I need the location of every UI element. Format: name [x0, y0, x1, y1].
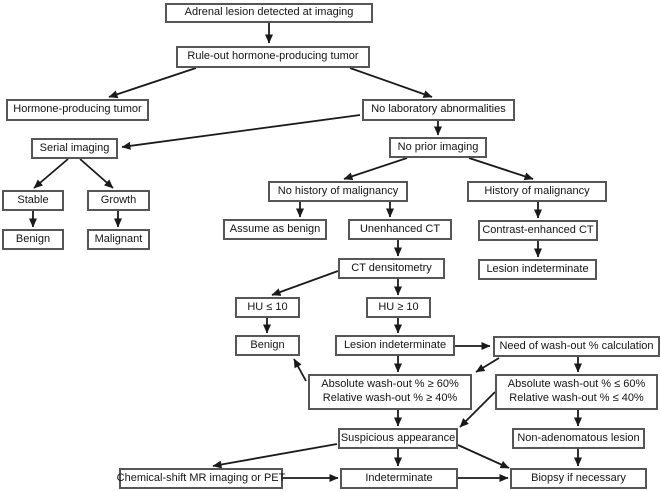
node-hu-le-10: HU ≤ 10	[235, 297, 300, 318]
node-lesion-indeterminate-center: Lesion indeterminate	[335, 335, 455, 356]
node-hu-ge-10: HU ≥ 10	[366, 297, 431, 318]
node-history-of-malignancy: History of malignancy	[467, 181, 607, 202]
node-washout-low: Absolute wash-out % ≤ 60% Relative wash-…	[495, 374, 658, 410]
edge-nolab-to-serial	[121, 114, 361, 150]
node-biopsy-if-necessary: Biopsy if necessary	[510, 468, 647, 489]
node-lesion-indeterminate-right: Lesion indeterminate	[478, 259, 597, 280]
node-need-of-washout-calculation: Need of wash-out % calculation	[493, 336, 660, 357]
node-indeterminate: Indeterminate	[340, 468, 458, 489]
edge-ctdens-to-hule10	[271, 270, 339, 296]
node-serial-imaging: Serial imaging	[31, 138, 118, 159]
node-no-laboratory-abnormalities: No laboratory abnormalities	[362, 99, 515, 121]
edge-ruleout-to-nolab	[349, 67, 433, 98]
node-malignant: Malignant	[87, 229, 150, 250]
node-assume-as-benign: Assume as benign	[223, 219, 327, 240]
node-rule-out-hormone-tumor: Rule-out hormone-producing tumor	[176, 46, 370, 68]
edge-suspicious-to-biopsy	[457, 444, 510, 469]
washout-low-line1: Absolute wash-out % ≤ 60%	[507, 378, 646, 391]
edge-serial-to-stable	[33, 158, 69, 189]
washout-high-line2: Relative wash-out % ≥ 40%	[322, 392, 458, 404]
node-washout-high: Absolute wash-out % ≥ 60% Relative wash-…	[308, 374, 472, 410]
node-non-adenomatous-lesion: Non-adenomatous lesion	[512, 428, 645, 449]
node-growth: Growth	[87, 190, 150, 211]
node-adrenal-lesion: Adrenal lesion detected at imaging	[165, 3, 373, 23]
edge-ruleout-to-hormone	[108, 67, 197, 99]
node-no-history-of-malignancy: No history of malignancy	[268, 181, 408, 202]
edge-noprior-to-history	[468, 157, 534, 181]
node-contrast-enhanced-ct: Contrast-enhanced CT	[478, 220, 598, 241]
edge-noprior-to-nohistory	[343, 157, 408, 181]
node-ct-densitometry: CT densitometry	[338, 258, 445, 279]
edge-need-to-washhigh	[475, 357, 500, 373]
edge-serial-to-growth	[79, 158, 114, 189]
edge-washlow-to-suspicious	[459, 391, 496, 428]
edge-suspicious-to-chemshift	[212, 443, 338, 469]
node-benign-ct: Benign	[235, 335, 300, 356]
node-unenhanced-ct: Unenhanced CT	[348, 219, 452, 240]
node-chemical-shift-mr-or-pet: Chemical-shift MR imaging or PET	[117, 468, 285, 489]
washout-low-line2: Relative wash-out % ≤ 40%	[509, 392, 644, 404]
washout-high-line1: Absolute wash-out % ≥ 60%	[321, 378, 459, 391]
node-suspicious-appearance: Suspicious appearance	[338, 428, 458, 449]
node-stable: Stable	[2, 190, 64, 211]
node-no-prior-imaging: No prior imaging	[389, 137, 487, 158]
node-hormone-producing-tumor: Hormone-producing tumor	[6, 99, 149, 121]
node-benign-serial: Benign	[2, 229, 64, 250]
edge-washhigh-to-benign	[293, 358, 307, 382]
